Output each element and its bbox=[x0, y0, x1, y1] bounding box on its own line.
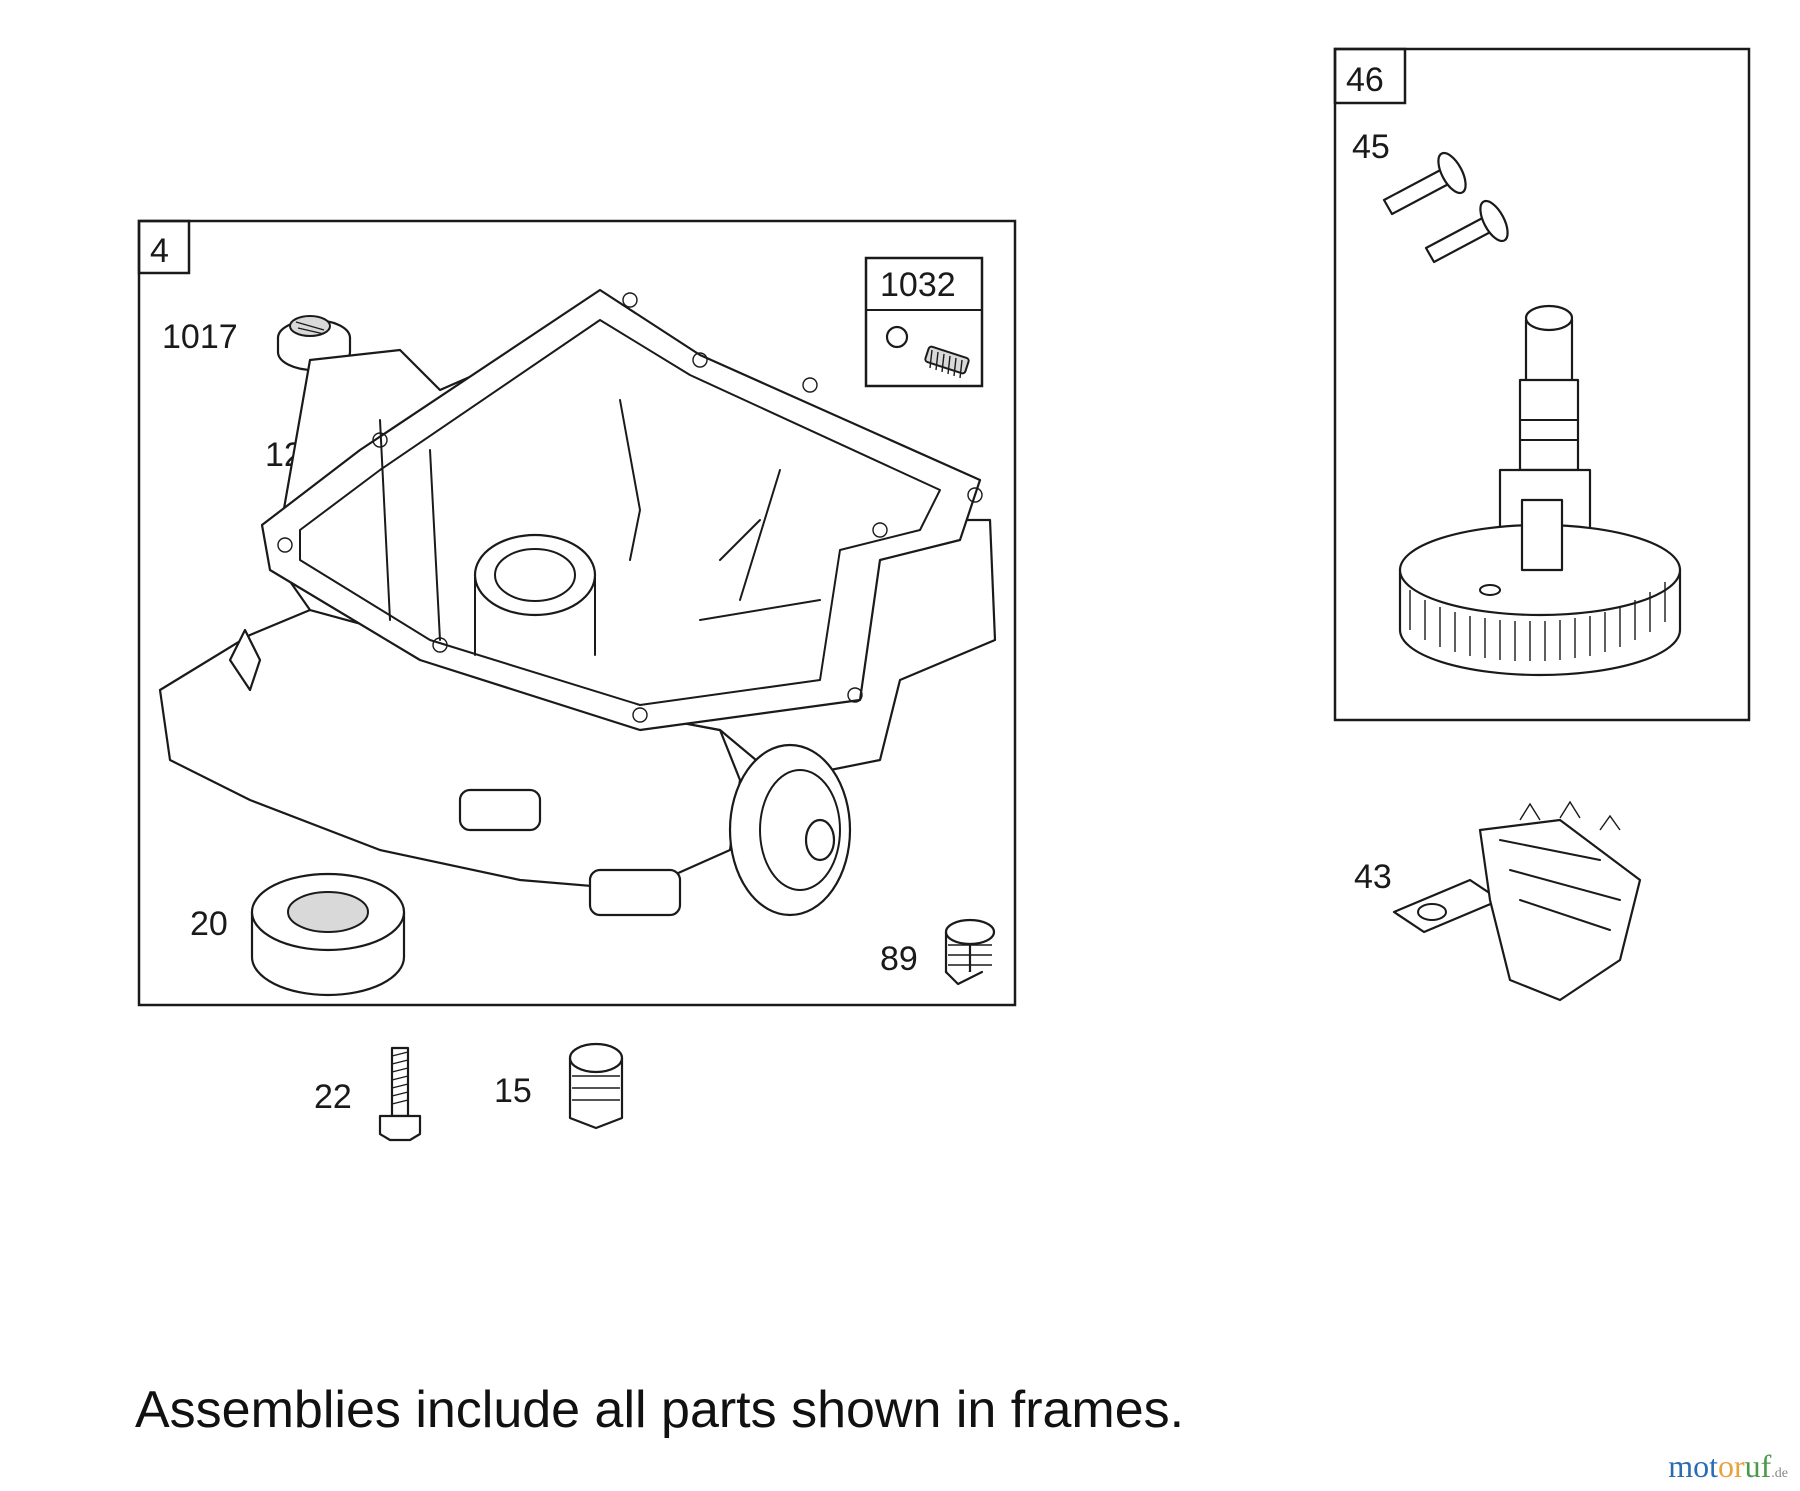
part-label-15: 15 bbox=[494, 1072, 532, 1110]
governor-assembly-part bbox=[1392, 800, 1642, 1002]
part-label-45: 45 bbox=[1352, 128, 1390, 166]
pipe-plug-15-part bbox=[568, 1042, 624, 1130]
frame-number-4: 4 bbox=[150, 232, 169, 270]
frame-sump-assembly: 4 bbox=[137, 219, 1017, 1007]
watermark-logo: motoruf.de bbox=[1668, 1448, 1788, 1484]
frame-number-46: 46 bbox=[1346, 61, 1384, 99]
engine-sump-body bbox=[158, 288, 997, 917]
part-label-20: 20 bbox=[190, 905, 228, 943]
part-label-1017: 1017 bbox=[162, 318, 238, 356]
part-label-89: 89 bbox=[880, 940, 918, 978]
frame-number-1032: 1032 bbox=[880, 266, 956, 304]
check-spring-part bbox=[924, 345, 970, 379]
part-label-43: 43 bbox=[1354, 858, 1392, 896]
check-ball-part bbox=[885, 325, 909, 349]
pipe-plug-89-part bbox=[944, 918, 996, 986]
oil-seal-part bbox=[250, 872, 406, 997]
frame-check-valve-kit: 1032 bbox=[864, 256, 984, 388]
part-label-22: 22 bbox=[314, 1078, 352, 1116]
caption-note: Assemblies include all parts shown in fr… bbox=[135, 1381, 1185, 1439]
camshaft-gear-part bbox=[1398, 304, 1682, 677]
screw-22-part bbox=[378, 1046, 422, 1142]
frame-camshaft-assembly: 46 bbox=[1333, 47, 1751, 722]
compression-release-pins-part bbox=[1382, 151, 1509, 264]
